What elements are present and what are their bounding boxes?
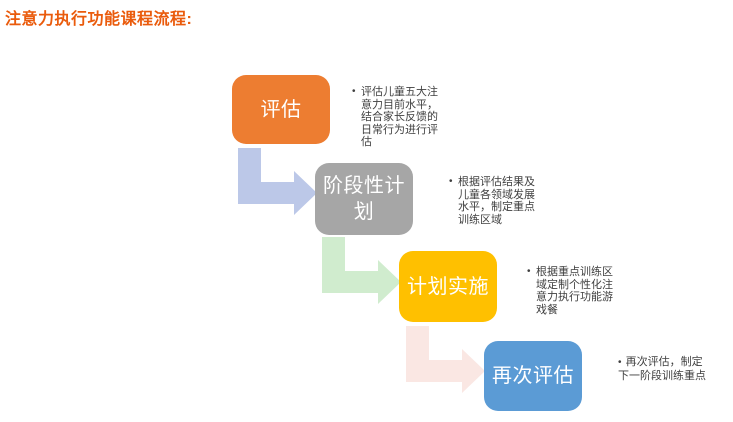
bent-arrow-shape [322,237,401,304]
step-note-text-phased-plan: 根据评估结果及 儿童各领域发展 水平，制定重点 训练区域 [458,176,535,226]
step-note-text-evaluation: 评估儿童五大注 意力目前水平， 结合家长反馈的 日常行为进行评 估 [361,86,438,149]
step-box-phased-plan: 阶段性计划 [315,163,413,235]
step-label-re-evaluation: 再次评估 [492,365,574,387]
bent-arrow-shape [238,148,317,215]
step-note-text-re-evaluation: 再次评估，制定 下一阶段训练重点 [618,356,706,382]
step-note-evaluation: • 评估儿童五大注 意力目前水平， 结合家长反馈的 日常行为进行评 估 [352,86,452,149]
bullet-marker: • [352,86,356,97]
bent-arrow-icon-2 [322,237,401,304]
step-label-evaluation: 评估 [260,98,302,121]
bent-arrow-icon-1 [238,148,317,215]
step-label-phased-plan: 阶段性计划 [323,175,405,223]
step-box-evaluation: 评估 [232,75,330,144]
step-box-plan-implementation: 计划实施 [399,251,497,322]
step-box-re-evaluation: 再次评估 [484,341,582,411]
bullet-marker: • [618,357,622,368]
bent-arrow-shape [406,326,485,393]
step-note-phased-plan: • 根据评估结果及 儿童各领域发展 水平，制定重点 训练区域 [449,176,549,226]
bent-arrow-icon-3 [406,326,485,393]
step-note-text-plan-implementation: 根据重点训练区 域定制个性化注 意力执行功能游 戏餐 [536,266,613,316]
step-note-plan-implementation: • 根据重点训练区 域定制个性化注 意力执行功能游 戏餐 [527,266,627,316]
bullet-marker: • [449,176,453,187]
bullet-marker: • [527,266,531,277]
step-label-plan-implementation: 计划实施 [407,275,489,298]
step-note-re-evaluation: • 再次评估，制定 下一阶段训练重点 [618,356,730,382]
page-title: 注意力执行功能课程流程: [5,11,193,28]
